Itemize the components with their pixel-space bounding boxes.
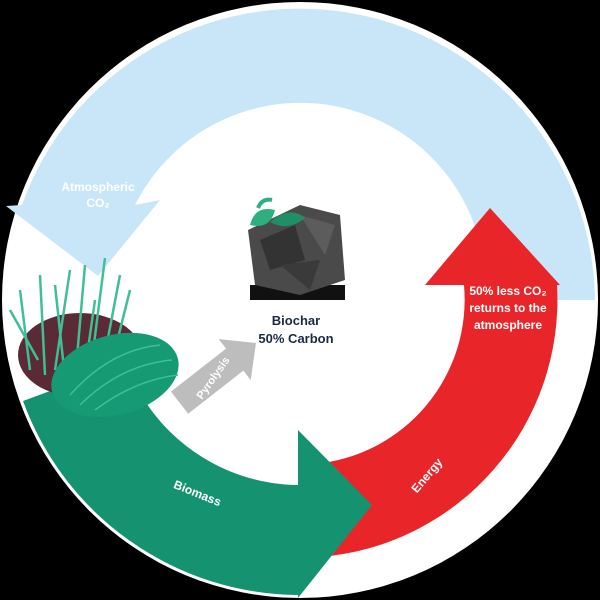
pyrolysis-arrow <box>170 339 256 414</box>
biomass-illustration <box>8 257 179 418</box>
energy-arrow <box>314 208 560 557</box>
atmospheric-co2-arrow <box>6 8 595 300</box>
biochar-icon <box>248 197 345 300</box>
biomass-arrow <box>23 363 372 598</box>
returns-label-1: 50% less CO₂ <box>469 284 546 298</box>
returns-label-3: atmosphere <box>474 318 542 332</box>
leaf-icon <box>51 332 179 418</box>
returns-label-2: returns to the <box>469 301 547 315</box>
biochar-label: Biochar <box>272 313 320 328</box>
atmospheric-label: Atmospheric <box>61 180 135 194</box>
biochar-carbon-label: 50% Carbon <box>258 331 333 346</box>
atmospheric-co2-label: CO₂ <box>86 196 109 210</box>
